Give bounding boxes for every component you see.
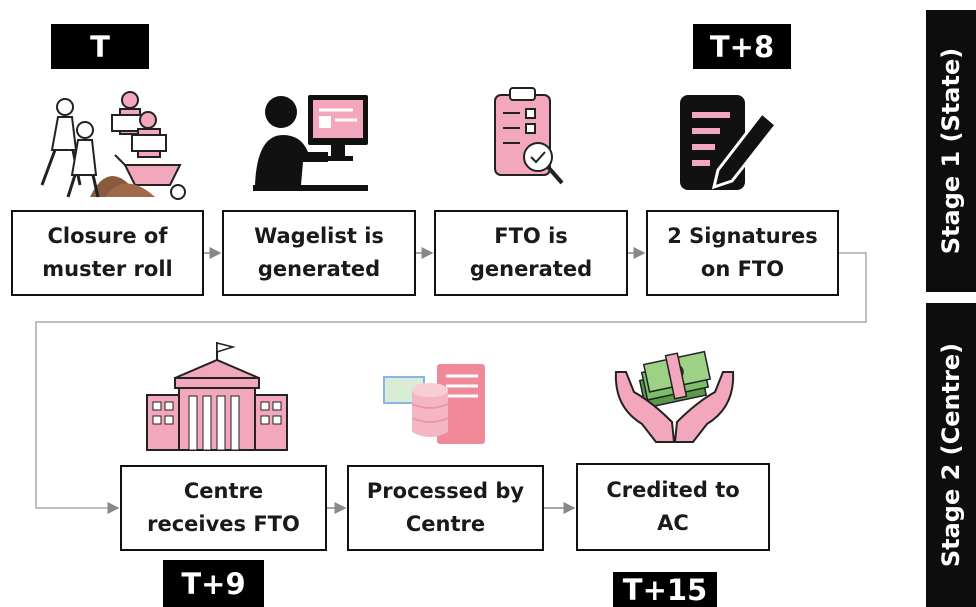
step-signatures-fto: 2 Signatures on FTO	[646, 210, 839, 296]
wrap-connector	[35, 252, 867, 514]
step-5-line1: Centre	[183, 479, 264, 503]
step-2-line1: Wagelist is	[254, 224, 384, 248]
workers-icon	[40, 91, 186, 200]
time-tag-t15: T+15	[613, 572, 717, 607]
step-3-line1: FTO is	[494, 224, 568, 248]
time-tag-t8: T+8	[693, 24, 791, 69]
time-tag-t9: T+9	[163, 560, 264, 607]
step-6-line2: Centre	[405, 512, 486, 536]
step-4-line1: 2 Signatures	[667, 224, 818, 248]
government-building-icon	[146, 342, 288, 451]
step-6-line1: Processed by	[366, 479, 525, 503]
time-tag-t: T	[51, 24, 149, 69]
stage-2-bar: Stage 2 (Centre)	[926, 303, 976, 607]
step-1-line1: Closure of	[47, 224, 168, 248]
stage-1-label: Stage 1 (State)	[937, 47, 965, 255]
clipboard-check-icon	[494, 87, 564, 185]
money-hands-icon	[614, 350, 735, 443]
step-4-line2: on FTO	[700, 257, 785, 281]
computer-user-icon	[253, 95, 368, 191]
step-fto-generated: FTO is generated	[434, 210, 628, 296]
stage-1-bar: Stage 1 (State)	[926, 10, 976, 292]
step-7-line1: Credited to	[606, 478, 740, 502]
stage-2-label: Stage 2 (Centre)	[937, 342, 965, 568]
step-2-line2: generated	[257, 257, 381, 281]
step-processed-by-centre: Processed by Centre	[347, 465, 544, 551]
step-3-line2: generated	[469, 257, 593, 281]
step-7-line2: AC	[657, 511, 689, 535]
step-credited-to-ac: Credited to AC	[576, 463, 770, 551]
step-5-line2: receives FTO	[147, 512, 300, 536]
step-closure-muster-roll: Closure of muster roll	[11, 210, 204, 296]
step-1-line2: muster roll	[42, 257, 173, 281]
signature-icon	[680, 95, 779, 190]
server-database-icon	[383, 364, 485, 444]
step-centre-receives-fto: Centre receives FTO	[120, 465, 327, 551]
step-wagelist-generated: Wagelist is generated	[222, 210, 416, 296]
